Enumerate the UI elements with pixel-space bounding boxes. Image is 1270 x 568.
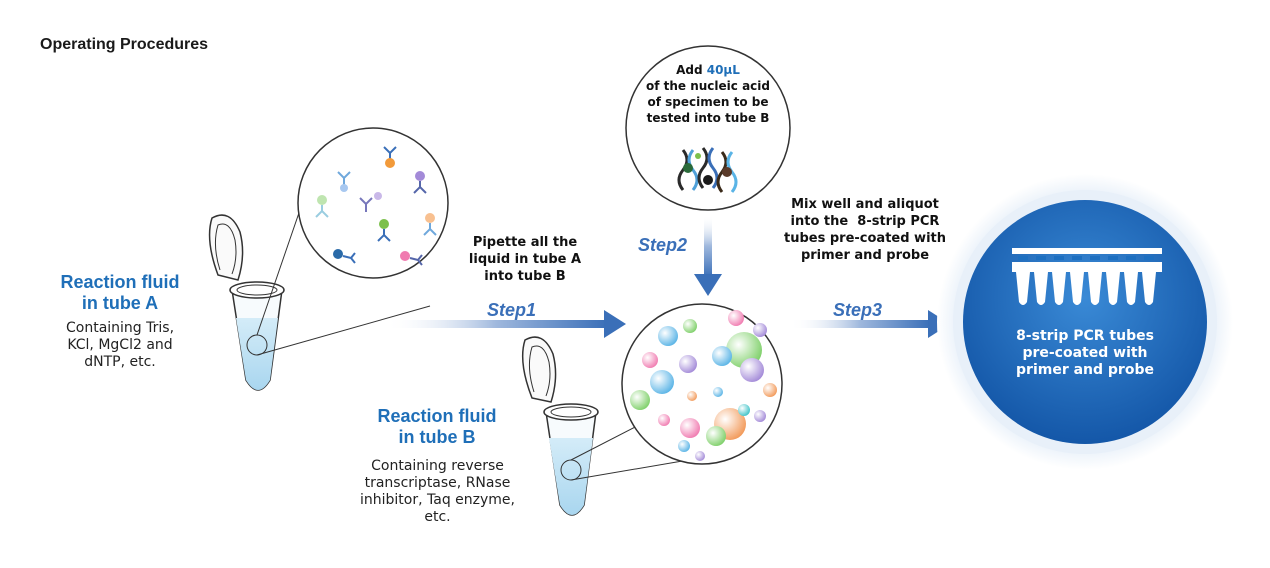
step1-label: Step1 [487,300,537,320]
pcr-circle-text-line: 8-strip PCR tubes [1016,328,1154,344]
tube-a-heading: Reaction fluid in tube A [40,272,200,314]
step1-note-line: liquid in tube A [468,252,582,267]
step2-label: Step2 [638,235,688,255]
tube-a-desc-line: dNTP, etc. [84,354,156,370]
zoom-line [570,425,638,461]
step1-note-line: Pipette all the [472,235,578,250]
zoom-line [256,305,431,356]
tube-b-heading-line1: Reaction fluid [377,406,497,426]
pcr-strip-icon [1012,248,1162,305]
specimen-circle [625,45,791,211]
tube-a-description: Containing Tris, KCl, MgCl2 and dNTP, et… [40,320,200,371]
step2-note-line: tested into tube B [646,111,770,125]
tube-b-heading-line2: in tube B [398,427,476,447]
step2-arrow [694,215,722,296]
step1-note-line: into tube B [484,269,566,284]
step2-note-first-line: Add 40μL [638,62,778,78]
step2-note-line: of specimen to be [647,95,769,109]
tube-b-description: Containing reverse transcriptase, RNase … [345,458,530,526]
pcr-tubes-circle [937,174,1233,470]
step2-note-line: of the nucleic acid [645,79,770,93]
step2-note-volume: 40μL [706,63,740,77]
tube-a-heading-line1: Reaction fluid [60,272,180,292]
tube-a-desc-line: KCl, MgCl2 and [67,337,173,353]
step3-note-line: primer and probe [800,248,930,263]
step3-label: Step3 [833,300,883,320]
pcr-circle-text: 8-strip PCR tubes pre-coated with primer… [1005,328,1165,379]
step2-note: Add 40μL of the nucleic acid of specimen… [638,62,778,126]
tube-b-heading: Reaction fluid in tube B [357,406,517,448]
tube-a-desc-line: Containing Tris, [65,320,175,336]
step1-note: Pipette all the liquid in tube A into tu… [455,234,595,285]
tube-a-heading-line2: in tube A [81,293,159,313]
tube-b-desc-line: etc. [424,509,451,525]
step1-arrow [385,310,626,338]
page-title: Operating Procedures [40,36,209,53]
tube-a [208,214,285,391]
tube-b-desc-line: inhibitor, Taq enzyme, [360,492,515,508]
pcr-circle-text-line: pre-coated with [1022,345,1148,361]
step3-note: Mix well and aliquot into the 8-strip PC… [780,196,950,264]
tube-b [521,336,599,516]
antibody-circle [297,127,449,279]
step3-note-line: Mix well and aliquot [791,197,939,212]
zoom-line [570,457,701,481]
dna-strands-icon [677,147,738,193]
step3-note-line: into the 8-strip PCR [790,214,940,229]
tube-b-desc-line: transcriptase, RNase [364,475,511,491]
mixture-circle [621,303,783,465]
pcr-circle-text-line: primer and probe [1016,362,1154,378]
step2-note-prefix: Add [676,63,707,77]
step3-note-line: tubes pre-coated with [784,231,946,246]
tube-b-desc-line: Containing reverse [371,458,504,474]
